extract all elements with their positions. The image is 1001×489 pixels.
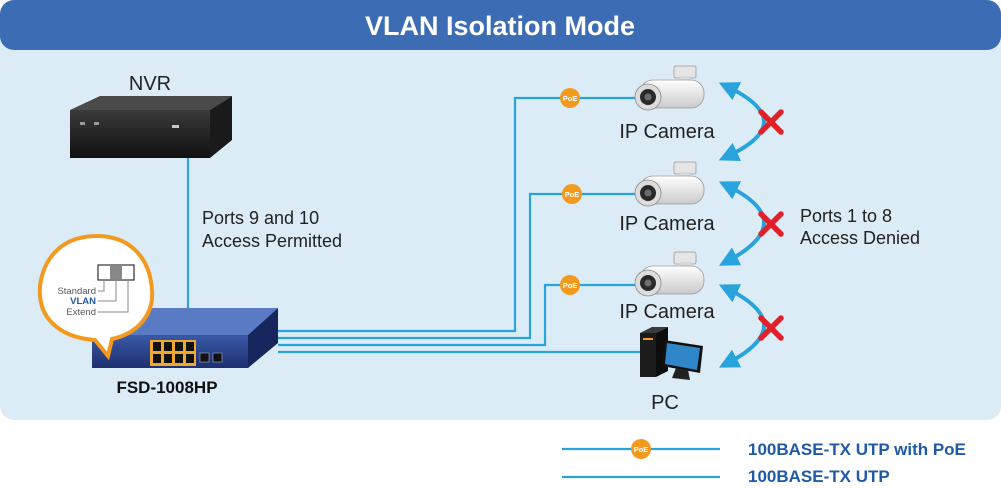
dip-switch-callout: Standard VLAN Extend (37, 233, 155, 361)
poe-badge: PoE (562, 184, 582, 204)
camera-3-link (278, 283, 640, 347)
legend-label: 100BASE-TX UTP with PoE (748, 440, 966, 459)
ports-denied-note: Ports 1 to 8 Access Denied (800, 206, 920, 248)
title-banner (0, 0, 1001, 50)
ip-camera-icon (634, 65, 705, 111)
deny-marks (758, 109, 784, 341)
diagram-title: VLAN Isolation Mode (365, 11, 635, 41)
dip-option-standard: Standard (57, 286, 96, 297)
ip-camera-icon (634, 251, 705, 297)
pc-label: PC (651, 392, 679, 414)
camera-2-link (278, 192, 640, 340)
blocked-arrow (718, 181, 766, 266)
camera-label: IP Camera (619, 121, 715, 143)
svg-text:PoE: PoE (563, 94, 578, 103)
legend-item-utp: 100BASE-TX UTP (562, 467, 890, 486)
deny-x-icon (758, 315, 784, 341)
dip-switch-slider (110, 266, 122, 279)
legend: PoE 100BASE-TX UTP with PoE 100BASE-TX U… (562, 439, 966, 486)
legend-item-poe: PoE 100BASE-TX UTP with PoE (562, 439, 966, 459)
svg-text:PoE: PoE (634, 445, 649, 454)
camera-label: IP Camera (619, 301, 715, 323)
ip-camera-icon (634, 161, 705, 207)
legend-label: 100BASE-TX UTP (748, 467, 890, 486)
deny-x-icon (758, 211, 784, 237)
nvr-label: NVR (129, 73, 171, 95)
svg-text:PoE: PoE (565, 190, 580, 199)
blocked-arrow (718, 82, 766, 162)
poe-badge: PoE (560, 88, 580, 108)
camera-label: IP Camera (619, 213, 715, 235)
switch-model-label: FSD-1008HP (116, 378, 217, 397)
dip-option-vlan: VLAN (70, 296, 96, 307)
ports-permitted-note: Ports 9 and 10 Access Permitted (202, 208, 342, 251)
deny-x-icon (758, 109, 784, 135)
pc-icon (640, 327, 703, 380)
nvr-device-icon (70, 96, 232, 158)
poe-badge: PoE (560, 275, 580, 295)
dip-option-extend: Extend (66, 307, 96, 318)
poe-badge: PoE (631, 439, 651, 459)
blocked-arrow (718, 284, 766, 368)
blocked-arrows (718, 82, 766, 368)
svg-text:PoE: PoE (563, 281, 578, 290)
